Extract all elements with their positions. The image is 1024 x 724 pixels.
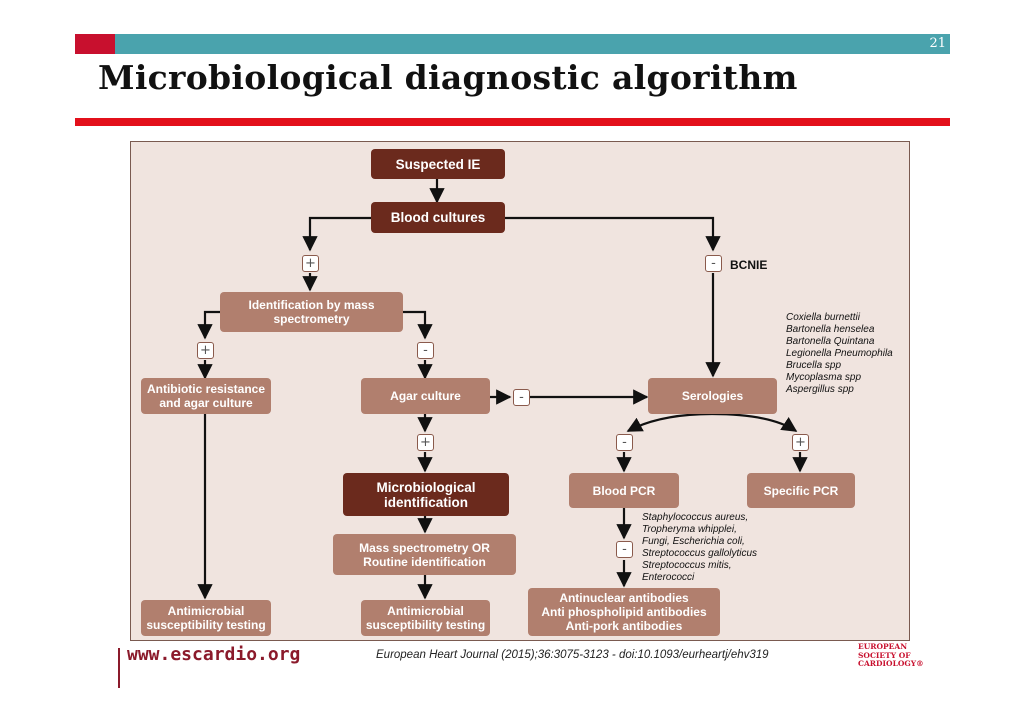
sign-minus-identification: -: [417, 342, 434, 359]
node-ast-middle: Antimicrobial susceptibility testing: [361, 600, 490, 636]
pcr-organism: Enterococci: [642, 572, 695, 583]
pcr-organism-list: Staphylococcus aureus, Tropheryma whippl…: [642, 512, 757, 584]
esc-logo-line-3: CARDIOLOGY®: [858, 659, 924, 668]
antibodies-line-2: Anti phospholipid antibodies: [541, 605, 707, 619]
pcr-organism: Fungi, Escherichia coli,: [642, 536, 745, 547]
edge-identification-to-minus: [403, 310, 433, 340]
pcr-organism: Streptococcus mitis,: [642, 560, 732, 571]
antibodies-line-1: Antinuclear antibodies: [559, 591, 689, 605]
pcr-organism: Streptococcus gallolyticus: [642, 548, 758, 559]
node-microbiological-identification: Microbiological identification: [343, 473, 509, 516]
title-underline: [75, 118, 950, 126]
antibodies-line-3: Anti-pork antibodies: [565, 619, 683, 633]
citation: European Heart Journal (2015);36:3075-31…: [376, 649, 769, 661]
node-antibiotic-resistance: Antibiotic resistance and agar culture: [141, 378, 271, 414]
sign-minus-serologies: -: [616, 434, 633, 451]
esc-logo: EUROPEAN SOCIETY OF CARDIOLOGY®: [858, 642, 928, 669]
node-antibodies: Antinuclear antibodies Anti phospholipid…: [528, 588, 720, 636]
footer-url[interactable]: www.escardio.org: [127, 644, 301, 665]
edge-identification-to-plus: [197, 310, 220, 340]
node-specific-pcr: Specific PCR: [747, 473, 855, 508]
node-blood-cultures: Blood cultures: [371, 202, 505, 233]
edge-cultures-to-minus: [505, 216, 721, 252]
header-bar-red: [75, 34, 115, 54]
node-ast-left: Antimicrobial susceptibility testing: [141, 600, 271, 636]
bcnie-label: BCNIE: [730, 258, 768, 272]
edge-cultures-to-plus: [302, 216, 371, 252]
sign-plus-serologies: +: [792, 434, 809, 451]
serology-organism: Legionella Pneumophila: [786, 348, 893, 359]
header-bar-teal: [115, 34, 950, 54]
serology-organism-list: Coxiella burnettii Bartonella henselea B…: [786, 312, 893, 396]
node-serologies: Serologies: [648, 378, 777, 414]
sign-plus-identification: +: [197, 342, 214, 359]
node-agar-culture: Agar culture: [361, 378, 490, 414]
node-blood-pcr: Blood PCR: [569, 473, 679, 508]
node-mass-spec-or-routine: Mass spectrometry OR Routine identificat…: [333, 534, 516, 575]
serology-organism: Bartonella henselea: [786, 324, 875, 335]
serology-organism: Brucella spp: [786, 360, 842, 371]
node-identification-mass-spec: Identification by mass spectrometry: [220, 292, 403, 332]
esc-logo-line-2: SOCIETY OF: [858, 650, 911, 660]
esc-logo-line-1: EUROPEAN: [858, 642, 908, 651]
serology-organism: Bartonella Quintana: [786, 336, 875, 347]
footer-divider: [118, 648, 120, 688]
sign-minus-bloodpcr: -: [616, 541, 633, 558]
pcr-organism: Staphylococcus aureus,: [642, 512, 749, 523]
sign-minus-agar: -: [513, 389, 530, 406]
slide-number: 21: [929, 36, 946, 51]
serology-organism: Aspergillus spp: [786, 384, 854, 395]
pcr-organism: Tropheryma whipplei,: [642, 524, 737, 535]
serology-organism: Coxiella burnettii: [786, 312, 860, 323]
edge-serologies-to-plus: [711, 412, 798, 432]
sign-minus-cultures: -: [705, 255, 722, 272]
edge-serologies-to-minus: [626, 412, 713, 432]
sign-plus-cultures: +: [302, 255, 319, 272]
slide-title: Microbiological diagnostic algorithm: [98, 58, 798, 97]
node-suspected-ie: Suspected IE: [371, 149, 505, 179]
sign-plus-agar: +: [417, 434, 434, 451]
serology-organism: Mycoplasma spp: [786, 372, 862, 383]
